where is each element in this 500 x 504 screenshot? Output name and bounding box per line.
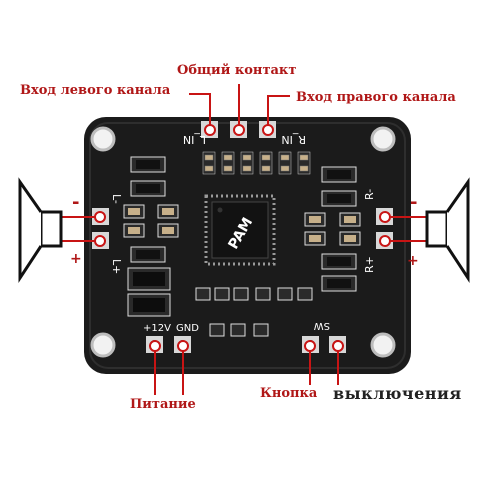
silk-l-plus: L+ <box>110 259 123 274</box>
speaker-wires <box>60 216 428 242</box>
input-marker-dots <box>204 124 274 136</box>
right-components <box>304 166 361 292</box>
smd-components <box>202 151 311 175</box>
left-input-label: Вход левого канала <box>20 83 171 98</box>
right-speaker-icon <box>425 177 470 284</box>
left-speaker-icon <box>18 177 63 284</box>
silk-sw: SW <box>314 320 330 331</box>
right-input-label: Вход правого канала <box>296 90 456 105</box>
amplifier-chip: PAM <box>204 194 276 266</box>
shutdown-label: выключения <box>333 384 462 403</box>
power-label: Питание <box>130 397 196 412</box>
right-minus-sign: - <box>410 192 418 213</box>
silk-gnd: GND <box>176 323 199 334</box>
right-plus-sign: + <box>407 253 419 269</box>
bottom-components <box>195 287 313 337</box>
bottom-marker-dots <box>149 340 344 352</box>
common-contact-label: Общий контакт <box>177 63 297 78</box>
speaker-marker-dots <box>94 211 391 247</box>
left-minus-sign: - <box>72 192 80 213</box>
left-plus-sign: + <box>70 251 82 267</box>
left-components <box>123 156 179 317</box>
silk-l-in: L_IN <box>183 133 206 146</box>
silk-r-minus: R- <box>363 189 376 200</box>
bottom-markers <box>154 346 339 395</box>
silk-12v: +12V <box>143 323 171 334</box>
silk-r-in: R_IN <box>281 133 306 146</box>
mounting-holes <box>90 126 396 358</box>
silk-l-minus: L- <box>110 194 123 204</box>
input-markers <box>189 84 290 128</box>
button-label: Кнопка <box>260 386 318 401</box>
silk-r-plus: R+ <box>363 256 376 273</box>
